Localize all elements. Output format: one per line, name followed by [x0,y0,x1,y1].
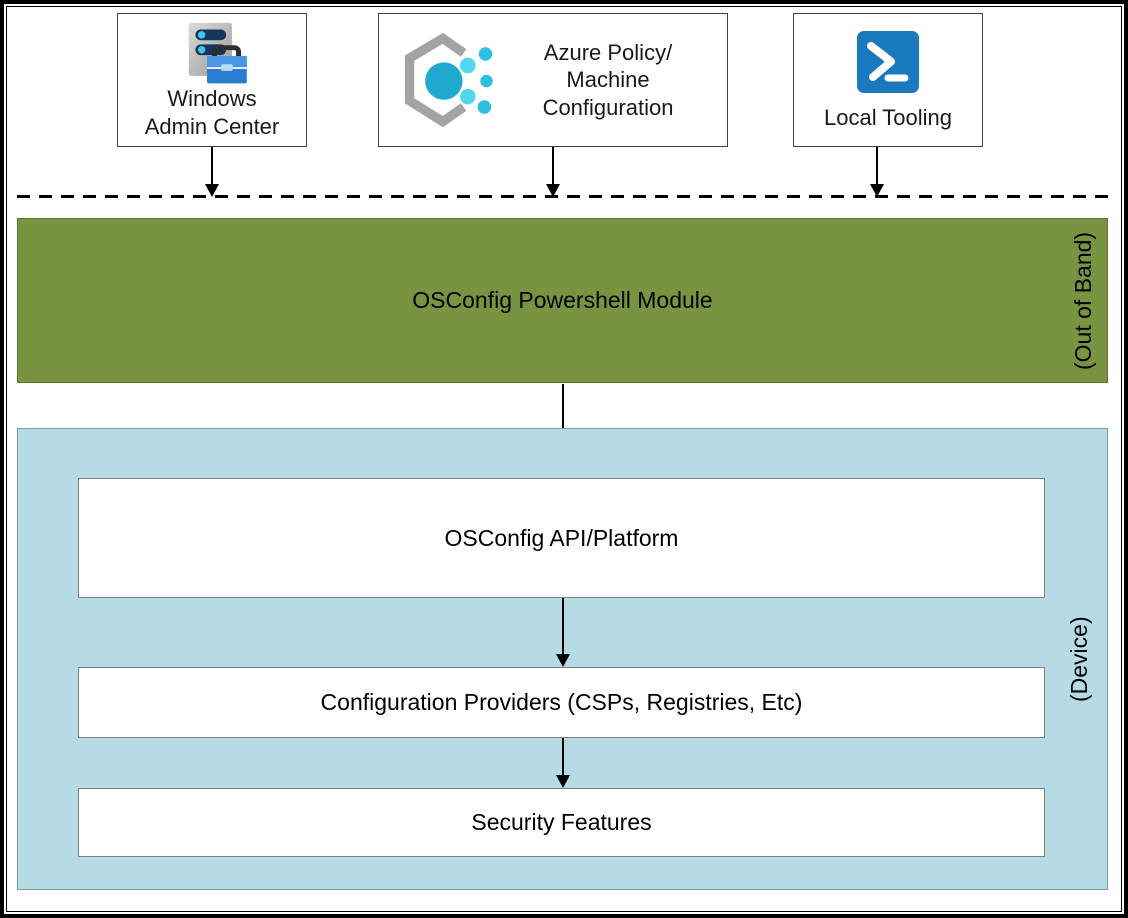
windows-admin-center-label: Windows Admin Center [144,86,280,139]
arrow-api-to-providers [556,598,570,667]
configuration-providers-box: Configuration Providers (CSPs, Registrie… [78,667,1045,738]
configuration-providers-label: Configuration Providers (CSPs, Registrie… [320,689,803,715]
windows-admin-center-icon [188,22,247,84]
windows-admin-center-box: Windows Admin Center [117,13,307,147]
arrow-wac-to-module [205,147,219,197]
inner-frame-border [6,6,1122,912]
osconfig-api-platform-label: OSConfig API/Platform [444,524,679,551]
arrow-head [205,184,219,197]
arrow-providers-to-security [556,738,570,788]
local-tooling-label: Local Tooling [823,105,953,131]
out-of-band-separator-line [17,195,1111,198]
arrow-head [556,654,570,667]
azure-policy-icon [404,32,493,128]
arrow-head [870,184,884,197]
arrow-local-to-module [870,147,884,197]
security-features-box: Security Features [78,788,1045,857]
osconfig-api-platform-box: OSConfig API/Platform [78,478,1045,598]
osconfig-powershell-module-label: OSConfig Powershell Module [412,287,713,313]
arrow-head [556,775,570,788]
arrow-azure-to-module [546,147,560,197]
osconfig-powershell-module-box: OSConfig Powershell Module (Out of Band) [17,218,1108,383]
powershell-icon [857,31,919,94]
azure-policy-label: Azure Policy/ Machine Configuration [542,39,674,120]
arrow-head [546,184,560,197]
azure-policy-box: Azure Policy/ Machine Configuration [378,13,728,147]
security-features-label: Security Features [471,809,652,835]
local-tooling-box: Local Tooling [793,13,983,147]
